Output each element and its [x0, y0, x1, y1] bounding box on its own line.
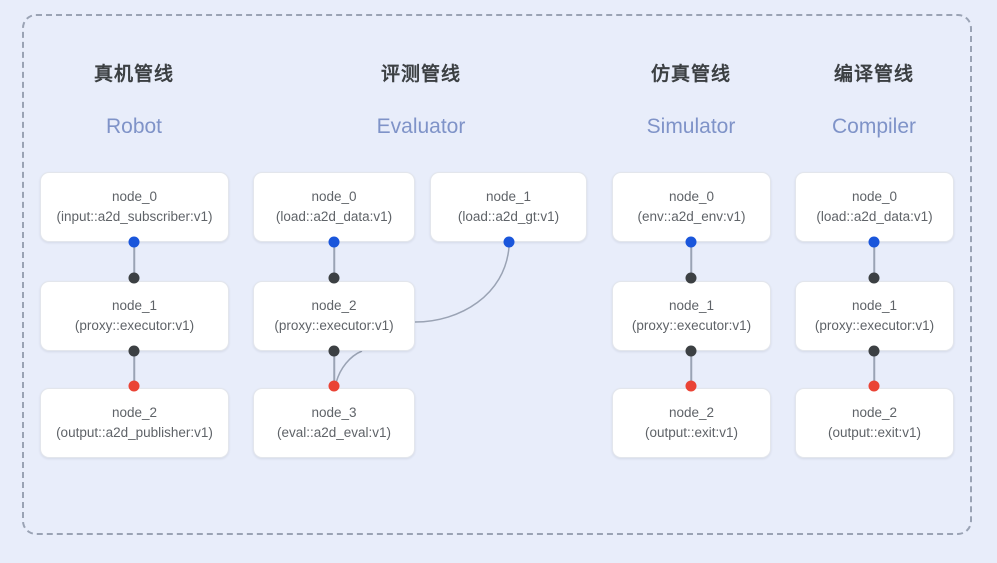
edge-evaluator-0: [333, 242, 335, 278]
node-eval-node-1[interactable]: node_1(load::a2d_gt:v1): [430, 172, 587, 242]
node-sim-node-1[interactable]: node_1(proxy::executor:v1): [612, 281, 771, 351]
node-name-label: node_3: [311, 405, 357, 420]
node-spec-label: (proxy::executor:v1): [274, 318, 394, 333]
port-neutral-evaluator-3[interactable]: [328, 345, 340, 357]
port-output-simulator-0[interactable]: [685, 236, 697, 248]
node-sim-node-0[interactable]: node_0(env::a2d_env:v1): [612, 172, 771, 242]
port-input-compiler-3[interactable]: [868, 380, 880, 392]
edge-robot-0: [133, 242, 135, 278]
node-eval-node-3[interactable]: node_3(eval::a2d_eval:v1): [253, 388, 415, 458]
node-name-label: node_1: [111, 298, 158, 313]
port-input-robot-3[interactable]: [128, 380, 140, 392]
node-spec-label: (output::exit:v1): [644, 425, 739, 440]
node-name-label: node_0: [668, 189, 715, 204]
port-neutral-evaluator-2[interactable]: [328, 272, 340, 284]
node-spec-label: (load::a2d_gt:v1): [457, 209, 560, 224]
node-spec-label: (input::a2d_subscriber:v1): [56, 209, 213, 224]
port-input-simulator-3[interactable]: [685, 380, 697, 392]
node-name-label: node_2: [851, 405, 898, 420]
node-spec-label: (load::a2d_data:v1): [275, 209, 393, 224]
pipeline-group-frame: [22, 14, 972, 535]
node-spec-label: (proxy::executor:v1): [74, 318, 195, 333]
edge-evaluator-1: [333, 351, 335, 386]
node-spec-label: (proxy::executor:v1): [631, 318, 752, 333]
node-name-label: node_2: [111, 405, 158, 420]
node-eval-node-0[interactable]: node_0(load::a2d_data:v1): [253, 172, 415, 242]
edge-robot-1: [133, 351, 135, 386]
port-output-compiler-0[interactable]: [868, 236, 880, 248]
node-sim-node-2[interactable]: node_2(output::exit:v1): [612, 388, 771, 458]
node-robot-node-1[interactable]: node_1(proxy::executor:v1): [40, 281, 229, 351]
port-neutral-robot-1[interactable]: [128, 272, 140, 284]
node-name-label: node_0: [311, 189, 357, 204]
node-name-label: node_0: [851, 189, 898, 204]
edge-compiler-0: [873, 242, 875, 278]
port-neutral-simulator-2[interactable]: [685, 345, 697, 357]
node-spec-label: (env::a2d_env:v1): [637, 209, 746, 224]
node-comp-node-2[interactable]: node_2(output::exit:v1): [795, 388, 954, 458]
port-neutral-simulator-1[interactable]: [685, 272, 697, 284]
node-eval-node-2[interactable]: node_2(proxy::executor:v1): [253, 281, 415, 351]
node-robot-node-0[interactable]: node_0(input::a2d_subscriber:v1): [40, 172, 229, 242]
port-output-evaluator-1[interactable]: [503, 236, 515, 248]
edge-simulator-1: [690, 351, 692, 386]
node-name-label: node_2: [311, 298, 357, 313]
node-comp-node-0[interactable]: node_0(load::a2d_data:v1): [795, 172, 954, 242]
node-spec-label: (eval::a2d_eval:v1): [276, 425, 392, 440]
node-robot-node-2[interactable]: node_2(output::a2d_publisher:v1): [40, 388, 229, 458]
node-name-label: node_2: [668, 405, 715, 420]
node-spec-label: (load::a2d_data:v1): [816, 209, 933, 224]
edge-compiler-1: [873, 351, 875, 386]
node-name-label: node_1: [668, 298, 715, 313]
node-name-label: node_1: [851, 298, 898, 313]
node-name-label: node_0: [111, 189, 158, 204]
port-output-evaluator-0[interactable]: [328, 236, 340, 248]
node-comp-node-1[interactable]: node_1(proxy::executor:v1): [795, 281, 954, 351]
port-input-evaluator-4[interactable]: [328, 380, 340, 392]
node-name-label: node_1: [485, 189, 532, 204]
edge-simulator-0: [690, 242, 692, 278]
port-neutral-compiler-2[interactable]: [868, 345, 880, 357]
node-spec-label: (proxy::executor:v1): [814, 318, 935, 333]
node-spec-label: (output::a2d_publisher:v1): [56, 425, 213, 440]
port-neutral-robot-2[interactable]: [128, 345, 140, 357]
port-output-robot-0[interactable]: [128, 236, 140, 248]
port-neutral-compiler-1[interactable]: [868, 272, 880, 284]
node-spec-label: (output::exit:v1): [827, 425, 922, 440]
